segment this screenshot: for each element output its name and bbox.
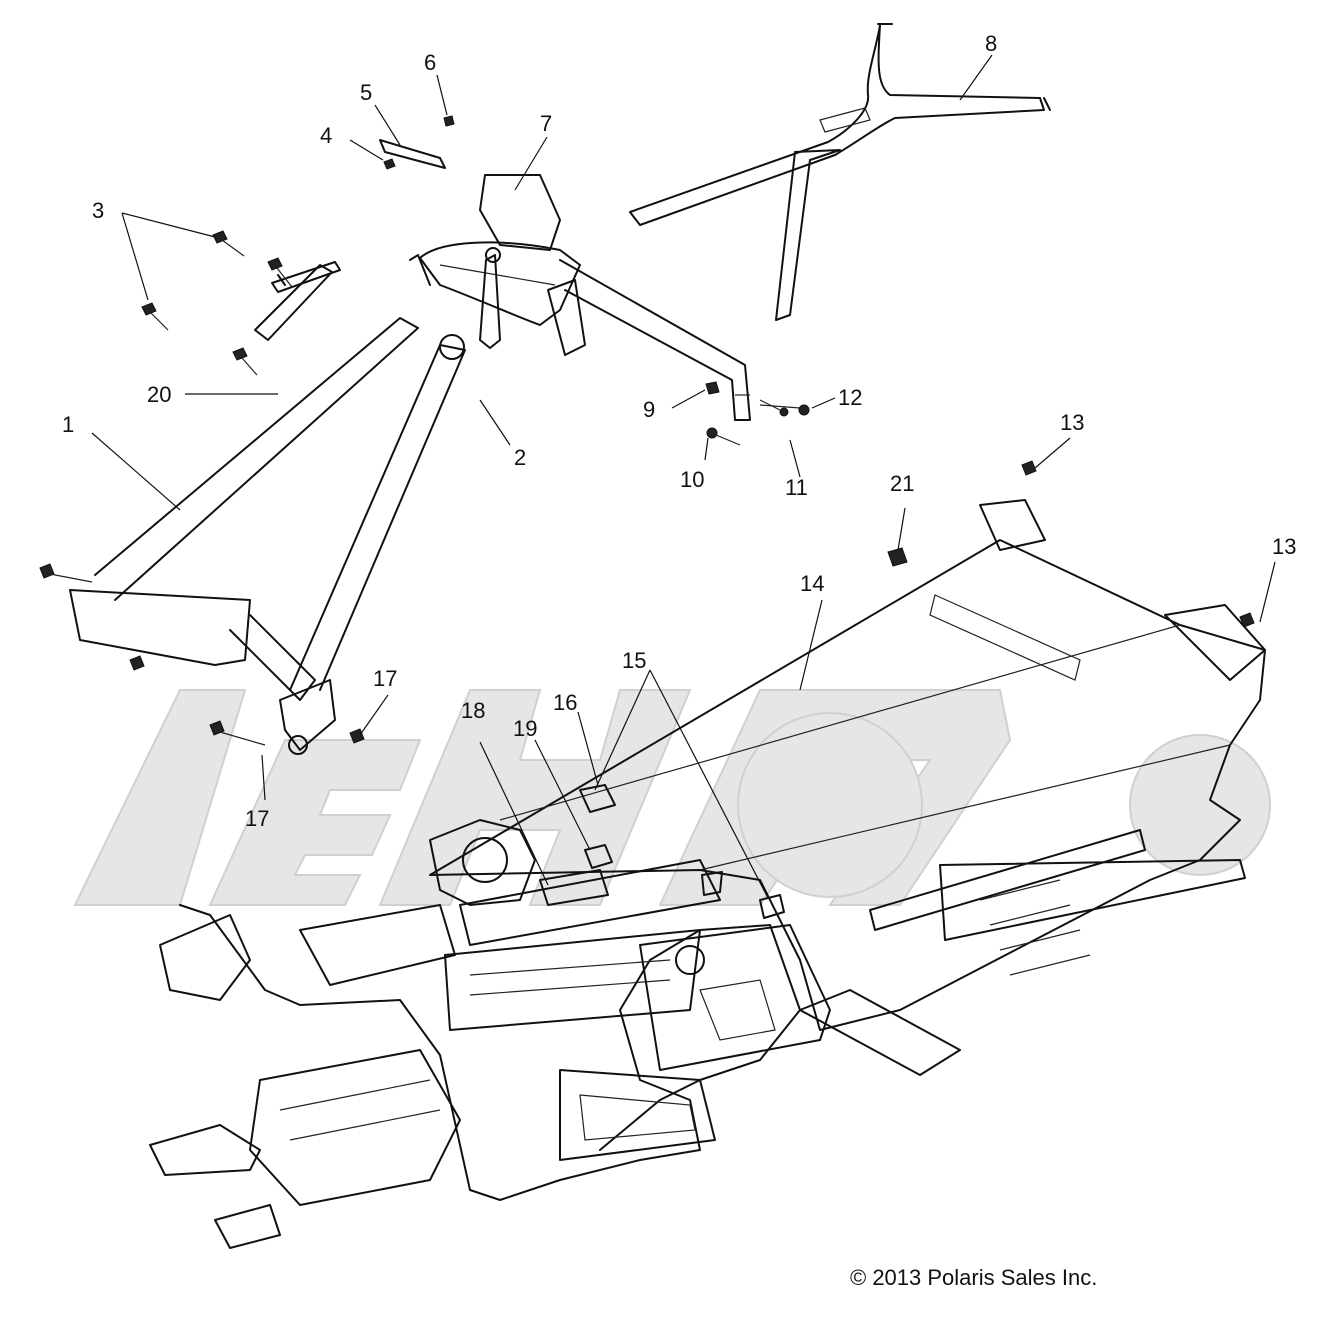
part-7-column-bracket	[419, 174, 751, 421]
callout-14: 14	[800, 571, 824, 596]
callout-4: 4	[320, 123, 332, 148]
part-20-decal-strip	[271, 261, 341, 293]
callout-17a: 17	[373, 666, 397, 691]
callout-17b: 17	[245, 806, 269, 831]
part-1-front-tube	[69, 254, 466, 755]
callout-9: 9	[643, 397, 655, 422]
callout-16: 16	[553, 690, 577, 715]
callout-8: 8	[985, 31, 997, 56]
callout-20: 20	[147, 382, 171, 407]
leader-lines	[91, 54, 1276, 899]
callout-12: 12	[838, 385, 862, 410]
part-8-handlebar	[629, 23, 1051, 321]
watermark	[73, 689, 1271, 906]
callout-21: 21	[890, 471, 914, 496]
copyright-notice: © 2013 Polaris Sales Inc.	[850, 1265, 1098, 1290]
callout-7: 7	[540, 111, 552, 136]
callout-3: 3	[92, 198, 104, 223]
callout-10: 10	[680, 467, 704, 492]
callout-6: 6	[424, 50, 436, 75]
part-2-support-link	[254, 247, 501, 349]
callouts: 1 2 3 4 5 6 7 8 9 10 11 12 13 13 14 15 1…	[62, 31, 1296, 831]
callout-2: 2	[514, 445, 526, 470]
callout-11: 11	[785, 475, 808, 500]
part-14-tunnel	[429, 499, 1266, 1076]
callout-19: 19	[513, 716, 537, 741]
callout-13b: 13	[1272, 534, 1296, 559]
callout-18: 18	[461, 698, 485, 723]
callout-5: 5	[360, 80, 372, 105]
callout-13a: 13	[1060, 410, 1084, 435]
callout-1: 1	[62, 412, 74, 437]
fasteners	[39, 115, 1255, 746]
front-bulkhead	[149, 819, 831, 1249]
callout-15: 15	[622, 648, 646, 673]
